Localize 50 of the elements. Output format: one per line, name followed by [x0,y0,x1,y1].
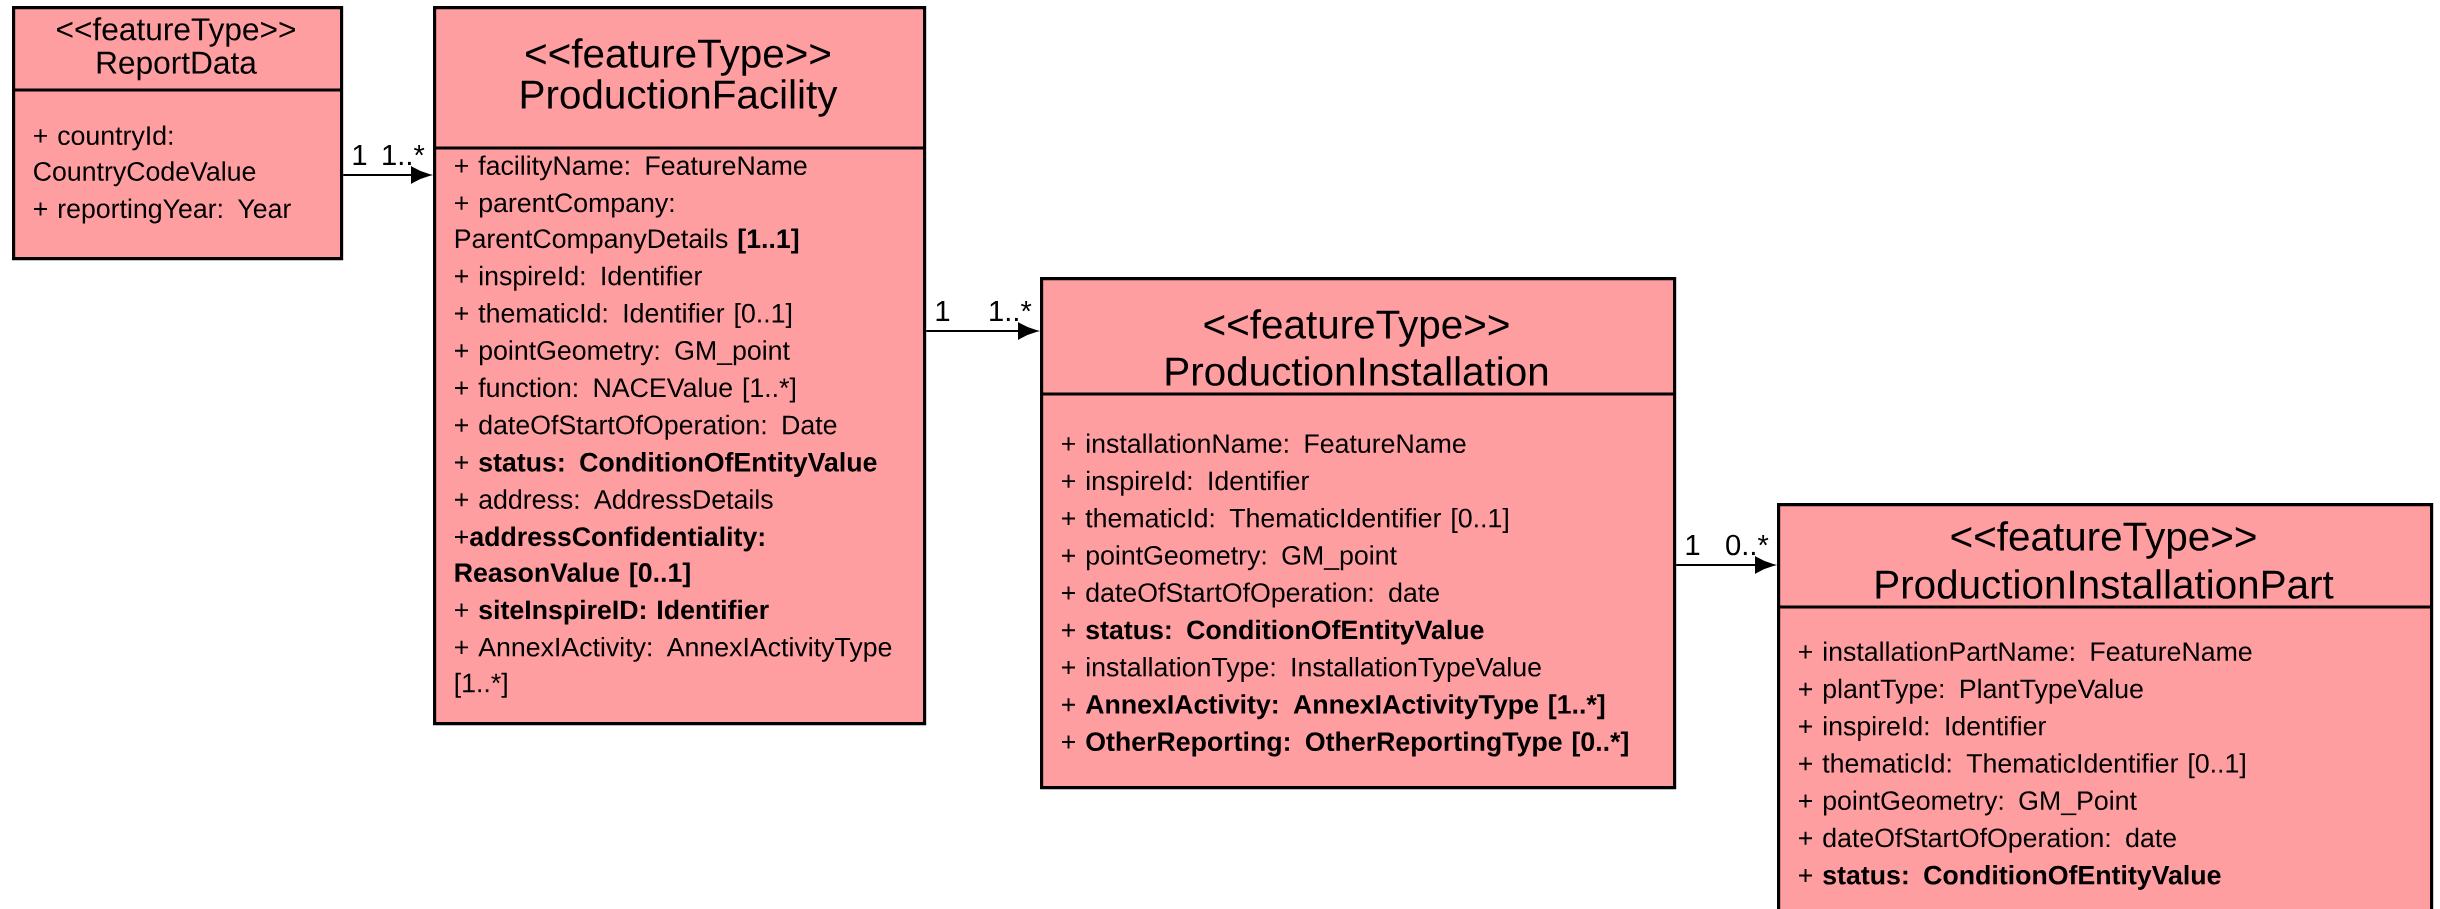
attribute-text: + dateOfStartOfOperation: date [1062,582,1439,608]
multiplicity-label: 1..* [990,301,1032,322]
class-box [1777,503,2434,909]
attribute-text: + function: NACEValue [1..*] [455,377,795,403]
association-arrow [343,166,431,184]
attribute-text: + installationPartName: FeatureName [1799,641,2252,662]
attribute-text: + inspireId: Identifier [1799,715,2046,741]
stereotype-text: <<featureType>> [1951,521,2256,559]
class-box [1040,277,1677,790]
attribute-text: + installationType: InstallationTypeValue [1062,657,1541,682]
multiplicity-label: 1 [936,301,950,322]
multiplicity-label: 1..* [383,145,425,166]
attribute-text: + thematicId: ThematicIdentifier [0..1] [1062,507,1508,533]
attribute-text: + siteInspireID: Identifier [455,599,769,625]
stereotype-text: <<featureType>> [57,17,295,47]
stereotype-text: <<featureType>> [1204,309,1509,347]
attribute-text: + dateOfStartOfOperation: Date [455,414,837,440]
attribute-text: + pointGeometry: GM_point [455,340,790,366]
class-name: ProductionInstallation [1166,356,1548,386]
class-name: ReportData [97,51,257,81]
attribute-text: + OtherReporting: OtherReportingType [0..*] [1062,731,1628,757]
attribute-text: + pointGeometry: GM_point [1062,545,1397,571]
association-arrow [926,322,1038,340]
attribute-text: + plantType: PlantTypeValue [1799,678,2143,704]
association-arrow [1676,556,1775,574]
attribute-text: + status: ConditionOfEntityValue [1799,865,2221,890]
attribute-text: + pointGeometry: GM_Point [1799,790,2137,816]
attribute-text: + status: ConditionOfEntityValue [455,452,877,477]
attribute-text: + countryId: CountryCodeValue [34,125,256,187]
attribute-text: + address: AddressDetails [455,489,773,509]
attribute-text: + reportingYear: Year [34,198,291,224]
attribute-text: + AnnexIActivity: AnnexIActivityType [1..*] [1062,694,1605,720]
stereotype-text: <<featureType>> [526,38,830,76]
attribute-text: + dateOfStartOfOperation: date [1799,827,2176,853]
multiplicity-label: 1 [1686,535,1700,556]
attribute-text: + thematicId: Identifier [0..1] [455,303,792,328]
class-box [433,6,927,726]
attribute-text: + facilityName: FeatureName [455,155,807,181]
attribute-text: + status: ConditionOfEntityValue [1062,619,1484,645]
attribute-text: + inspireId: Identifier [455,265,702,291]
attribute-text: + inspireId: Identifier [1062,470,1309,496]
class-name: ProductionInstallationPart [1876,569,2334,599]
attribute-text: + AnnexIActivity: AnnexIActivityType [1..*] [455,636,892,698]
attribute-text: + installationName: FeatureName [1062,433,1466,454]
class-box [12,6,344,261]
attribute-text: + thematicId: ThematicIdentifier [0..1] [1799,753,2245,779]
multiplicity-label: 0..* [1726,534,1769,556]
multiplicity-label: 1 [353,145,367,166]
attribute-text: + parentCompany: ParentCompanyDetails [1..1] [455,193,799,254]
class-name: ProductionFacility [521,79,838,117]
